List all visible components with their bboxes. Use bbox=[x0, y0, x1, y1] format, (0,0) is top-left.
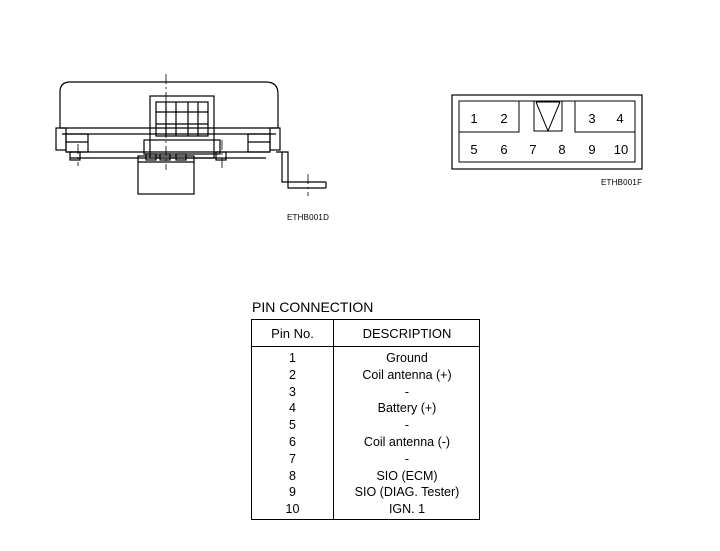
pin-description: SIO (DIAG. Tester) bbox=[354, 485, 460, 500]
pin-label-9: 9 bbox=[588, 142, 595, 157]
pin-label-6: 6 bbox=[500, 142, 507, 157]
pin-number: 9 bbox=[289, 485, 296, 500]
figure-code-left: ETHB001D bbox=[287, 213, 330, 222]
table-row: 2 Coil antenna (+) bbox=[252, 368, 479, 385]
pin-number: 4 bbox=[289, 401, 296, 416]
table-row: 8 SIO (ECM) bbox=[252, 469, 479, 486]
pin-description: SIO (ECM) bbox=[376, 468, 438, 483]
pin-description: Ground bbox=[386, 351, 428, 365]
pin-number: 6 bbox=[289, 434, 296, 449]
table-row: 9 SIO (DIAG. Tester) bbox=[252, 485, 479, 502]
pin-description: - bbox=[404, 451, 410, 466]
pin-number: 10 bbox=[285, 502, 300, 517]
pin-description: - bbox=[404, 384, 410, 399]
pin-description: Coil antenna (+) bbox=[362, 367, 452, 382]
header-description: DESCRIPTION bbox=[362, 326, 452, 341]
pin-number: 8 bbox=[289, 468, 296, 483]
pin-label-4: 4 bbox=[616, 111, 623, 126]
pin-description: - bbox=[404, 418, 410, 433]
table-header: Pin No. DESCRIPTION bbox=[252, 320, 479, 347]
pin-description: Coil antenna (-) bbox=[363, 434, 451, 449]
figure-code-right: ETHB001F bbox=[601, 178, 643, 187]
pin-label-7: 7 bbox=[529, 142, 536, 157]
pin-number: 7 bbox=[289, 451, 296, 466]
column-divider bbox=[333, 320, 334, 519]
pin-number: 3 bbox=[289, 384, 296, 399]
table-row: 6 Coil antenna (-) bbox=[252, 435, 479, 452]
header-pin-no: Pin No. bbox=[271, 326, 314, 341]
pin-label-5: 5 bbox=[470, 142, 477, 157]
pin-label-2: 2 bbox=[500, 111, 507, 126]
pin-connection-title: PIN CONNECTION bbox=[252, 299, 374, 315]
module-drawing bbox=[55, 74, 327, 196]
table-row: 4 Battery (+) bbox=[252, 401, 479, 418]
table-row: 7- bbox=[252, 452, 479, 469]
pin-description: IGN. 1 bbox=[388, 502, 426, 517]
pin-label-10: 10 bbox=[614, 142, 628, 157]
pin-label-8: 8 bbox=[558, 142, 565, 157]
pin-label-1: 1 bbox=[470, 111, 477, 126]
table-row: 3- bbox=[252, 385, 479, 402]
pin-number: 5 bbox=[289, 418, 296, 433]
pin-number: 1 bbox=[289, 351, 296, 365]
pin-number: 2 bbox=[289, 367, 296, 382]
pin-label-3: 3 bbox=[588, 111, 595, 126]
table-row: 1 Ground bbox=[252, 351, 479, 368]
connector-pin-diagram: 1 2 3 4 5 6 7 8 9 10 bbox=[451, 94, 643, 170]
table-row: 5- bbox=[252, 418, 479, 435]
pin-description: Battery (+) bbox=[377, 401, 437, 416]
table-row: 10 IGN. 1 bbox=[252, 502, 479, 519]
